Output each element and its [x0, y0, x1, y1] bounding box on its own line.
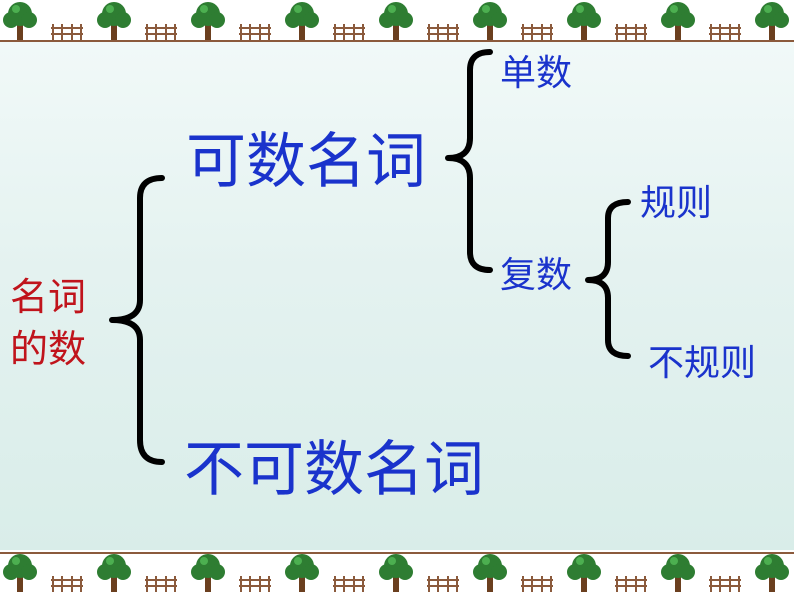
tree-icon — [97, 554, 131, 592]
tree-icon — [755, 2, 789, 40]
singular-label: 单数 — [500, 53, 573, 94]
root-label-line2: 的数 — [10, 327, 87, 371]
irregular-label: 不规则 — [648, 343, 757, 384]
fence-icon — [521, 24, 553, 40]
tree-icon — [191, 554, 225, 592]
fence-icon — [51, 24, 83, 40]
fence-icon — [145, 576, 177, 592]
tree-icon — [473, 2, 507, 40]
plural-label: 复数 — [500, 255, 573, 296]
fence-icon — [427, 576, 459, 592]
fence-icon — [427, 24, 459, 40]
tree-icon — [661, 554, 695, 592]
tree-icon — [3, 554, 37, 592]
fence-icon — [51, 576, 83, 592]
uncountable-noun-label: 不可数名词 — [184, 435, 484, 505]
fence-icon — [145, 24, 177, 40]
fence-icon — [521, 576, 553, 592]
bottom-border-decoration — [0, 552, 794, 596]
fence-icon — [239, 24, 271, 40]
countable-noun-label: 可数名词 — [186, 127, 426, 197]
tree-icon — [755, 554, 789, 592]
root-label-line1: 名词 — [10, 275, 87, 319]
slide-background — [0, 42, 794, 550]
fence-icon — [709, 576, 741, 592]
tree-icon — [567, 554, 601, 592]
fence-icon — [333, 576, 365, 592]
plural-bracket — [585, 199, 631, 359]
fence-icon — [709, 24, 741, 40]
fence-icon — [615, 576, 647, 592]
tree-icon — [473, 554, 507, 592]
tree-icon — [285, 2, 319, 40]
tree-icon — [97, 2, 131, 40]
tree-icon — [567, 2, 601, 40]
countable-bracket — [445, 49, 493, 273]
fence-icon — [239, 576, 271, 592]
bottom-border-line — [0, 552, 794, 554]
top-border-decoration — [0, 0, 794, 44]
tree-icon — [285, 554, 319, 592]
regular-label: 规则 — [640, 183, 713, 224]
tree-icon — [3, 2, 37, 40]
top-border-line — [0, 40, 794, 42]
root-bracket — [109, 175, 165, 465]
tree-icon — [379, 554, 413, 592]
tree-icon — [191, 2, 225, 40]
fence-icon — [615, 24, 647, 40]
tree-icon — [661, 2, 695, 40]
fence-icon — [333, 24, 365, 40]
tree-icon — [379, 2, 413, 40]
